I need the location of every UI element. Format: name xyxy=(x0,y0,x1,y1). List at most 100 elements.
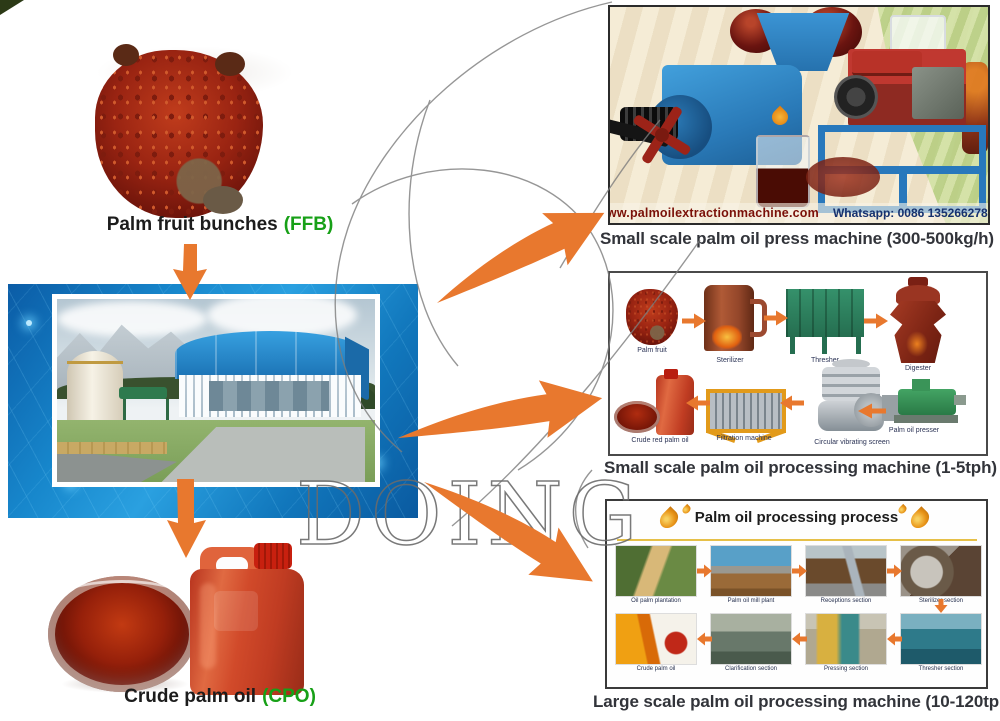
palm-oil-presser-image xyxy=(898,389,956,415)
machine-label: Filtration machine xyxy=(716,435,772,442)
sterilizer-fire xyxy=(712,325,742,349)
crude-oil-jug-image xyxy=(656,369,694,435)
presser-outlet xyxy=(954,395,966,405)
engine-block xyxy=(912,67,964,119)
palm-fruit-image xyxy=(626,289,678,345)
photo-label: Palm oil mill plant xyxy=(727,598,775,604)
jerrycan-body xyxy=(190,569,304,695)
website-text: www.palmoilextractionmachine.com xyxy=(608,206,819,220)
engine-fuel-tank xyxy=(852,51,922,76)
digester-dome xyxy=(896,285,940,305)
thresher-leg xyxy=(790,337,795,354)
photo-label: Pressing section xyxy=(823,666,869,672)
thresher-image xyxy=(786,289,864,337)
large-panel-header: Palm oil processing process xyxy=(694,509,899,526)
warehouse-roof xyxy=(175,331,365,379)
digester-glow xyxy=(906,331,928,357)
stand-crossbar xyxy=(825,166,979,174)
filtration-machine-image xyxy=(706,389,786,433)
photo-label: Sterilizer section xyxy=(918,598,963,604)
arrow-thresher-to-digester xyxy=(864,313,888,329)
bunch-stem xyxy=(203,186,243,214)
ffb-label-tag: (FFB) xyxy=(283,214,334,235)
photo-label: Thresher section xyxy=(918,666,964,672)
corner-triangle xyxy=(0,0,24,15)
thresher-leg xyxy=(822,337,827,354)
photo-label: Receptions section xyxy=(820,598,872,604)
photo-clarification-section xyxy=(710,613,792,665)
warehouse-body xyxy=(179,375,361,417)
machine-label: Sterilizer xyxy=(716,357,744,364)
vibrating-screen-ring xyxy=(832,359,870,369)
ffb-label: Palm fruit bunches(FFB) xyxy=(65,214,375,236)
crude-oil-bowl-image xyxy=(614,401,660,433)
jerrycan-sheen xyxy=(200,583,216,669)
cpo-label: Crude palm oil(CPO) xyxy=(70,686,370,708)
tank-band xyxy=(67,361,123,364)
large-processing-panel: Palm oil processing process Oil palm pla… xyxy=(605,499,988,689)
stand-leg xyxy=(899,172,907,206)
arrow-to-large-panel xyxy=(424,482,593,582)
storage-tank xyxy=(67,351,123,426)
photo-thresher-section xyxy=(900,613,982,665)
cpo-label-text: Crude palm oil xyxy=(124,686,257,707)
cloud xyxy=(57,301,207,337)
palm-fruit-bunch-image xyxy=(95,44,263,218)
digester-knob xyxy=(908,277,928,287)
crude-palm-oil-bowl xyxy=(48,576,196,692)
presser-gearbox xyxy=(882,395,902,421)
arrow-fruit-to-sterilizer xyxy=(682,313,706,329)
press-panel-caption: Small scale palm oil press machine (300-… xyxy=(600,229,994,248)
glow-dot xyxy=(26,320,32,326)
photo-label: Oil palm plantation xyxy=(631,598,681,604)
machine-label: Palm fruit xyxy=(637,347,667,354)
machine-label: Thresher xyxy=(810,357,839,364)
sterilizer-handle xyxy=(750,299,767,337)
photo-pressing-section xyxy=(805,613,887,665)
contact-bar: www.palmoilextractionmachine.com Whatsap… xyxy=(610,203,988,223)
photo-label: Crude palm oil xyxy=(636,666,676,672)
photo-palm-oil-mill-plant xyxy=(710,545,792,597)
small-processing-panel: Palm fruit Sterilizer Thresher Digester … xyxy=(608,271,988,456)
jug-cap xyxy=(664,369,678,379)
jerrycan-emboss xyxy=(214,591,258,631)
photo-label: Clarification section xyxy=(724,666,778,672)
machine-label: Circular vibrating screen xyxy=(814,439,890,446)
crude-palm-oil-jerrycan xyxy=(190,543,304,695)
warehouse-interior xyxy=(209,381,329,411)
small-panel-caption: Small scale palm oil processing machine … xyxy=(604,458,997,477)
ffb-label-text: Palm fruit bunches xyxy=(106,214,278,235)
canopy-legs xyxy=(123,399,169,421)
header-underline xyxy=(617,539,977,541)
bunch-spike xyxy=(215,52,245,76)
handwheel-hub xyxy=(655,128,669,142)
whatsapp-text: Whatsapp: 0086 13526627860 xyxy=(832,206,990,220)
palm-fruit-blur xyxy=(806,157,880,197)
arrow-sterilizer-to-thresher xyxy=(764,310,788,326)
bowl-highlight xyxy=(60,580,184,617)
fence xyxy=(57,442,167,454)
bunch-spike xyxy=(113,44,139,66)
machine-label: Crude red palm oil xyxy=(631,437,689,444)
swirl-curve xyxy=(575,469,593,549)
diesel-engine xyxy=(834,49,966,127)
arrow-to-press-panel xyxy=(437,212,605,303)
machine-label: Digester xyxy=(904,365,932,372)
photo-oil-palm-plantation xyxy=(615,545,697,597)
arrow-to-small-panel xyxy=(398,380,603,438)
oil-jar xyxy=(756,135,810,209)
presser-hopper xyxy=(912,379,930,391)
sterilizer-image xyxy=(704,285,767,351)
press-machine-panel: www.palmoilextractionmachine.com Whatsap… xyxy=(608,5,990,225)
canopy-roof xyxy=(119,387,167,399)
photo-sterilizer-section xyxy=(900,545,982,597)
large-panel-caption: Large scale palm oil processing machine … xyxy=(593,692,1000,711)
engine-flywheel xyxy=(834,75,878,119)
cloud xyxy=(207,299,357,337)
thresher-leg xyxy=(856,337,861,354)
machine-label: Palm oil presser xyxy=(888,427,940,434)
photo-crude-palm-oil xyxy=(615,613,697,665)
palm-oil-mill-frame xyxy=(8,284,418,518)
presser-base xyxy=(894,415,958,423)
